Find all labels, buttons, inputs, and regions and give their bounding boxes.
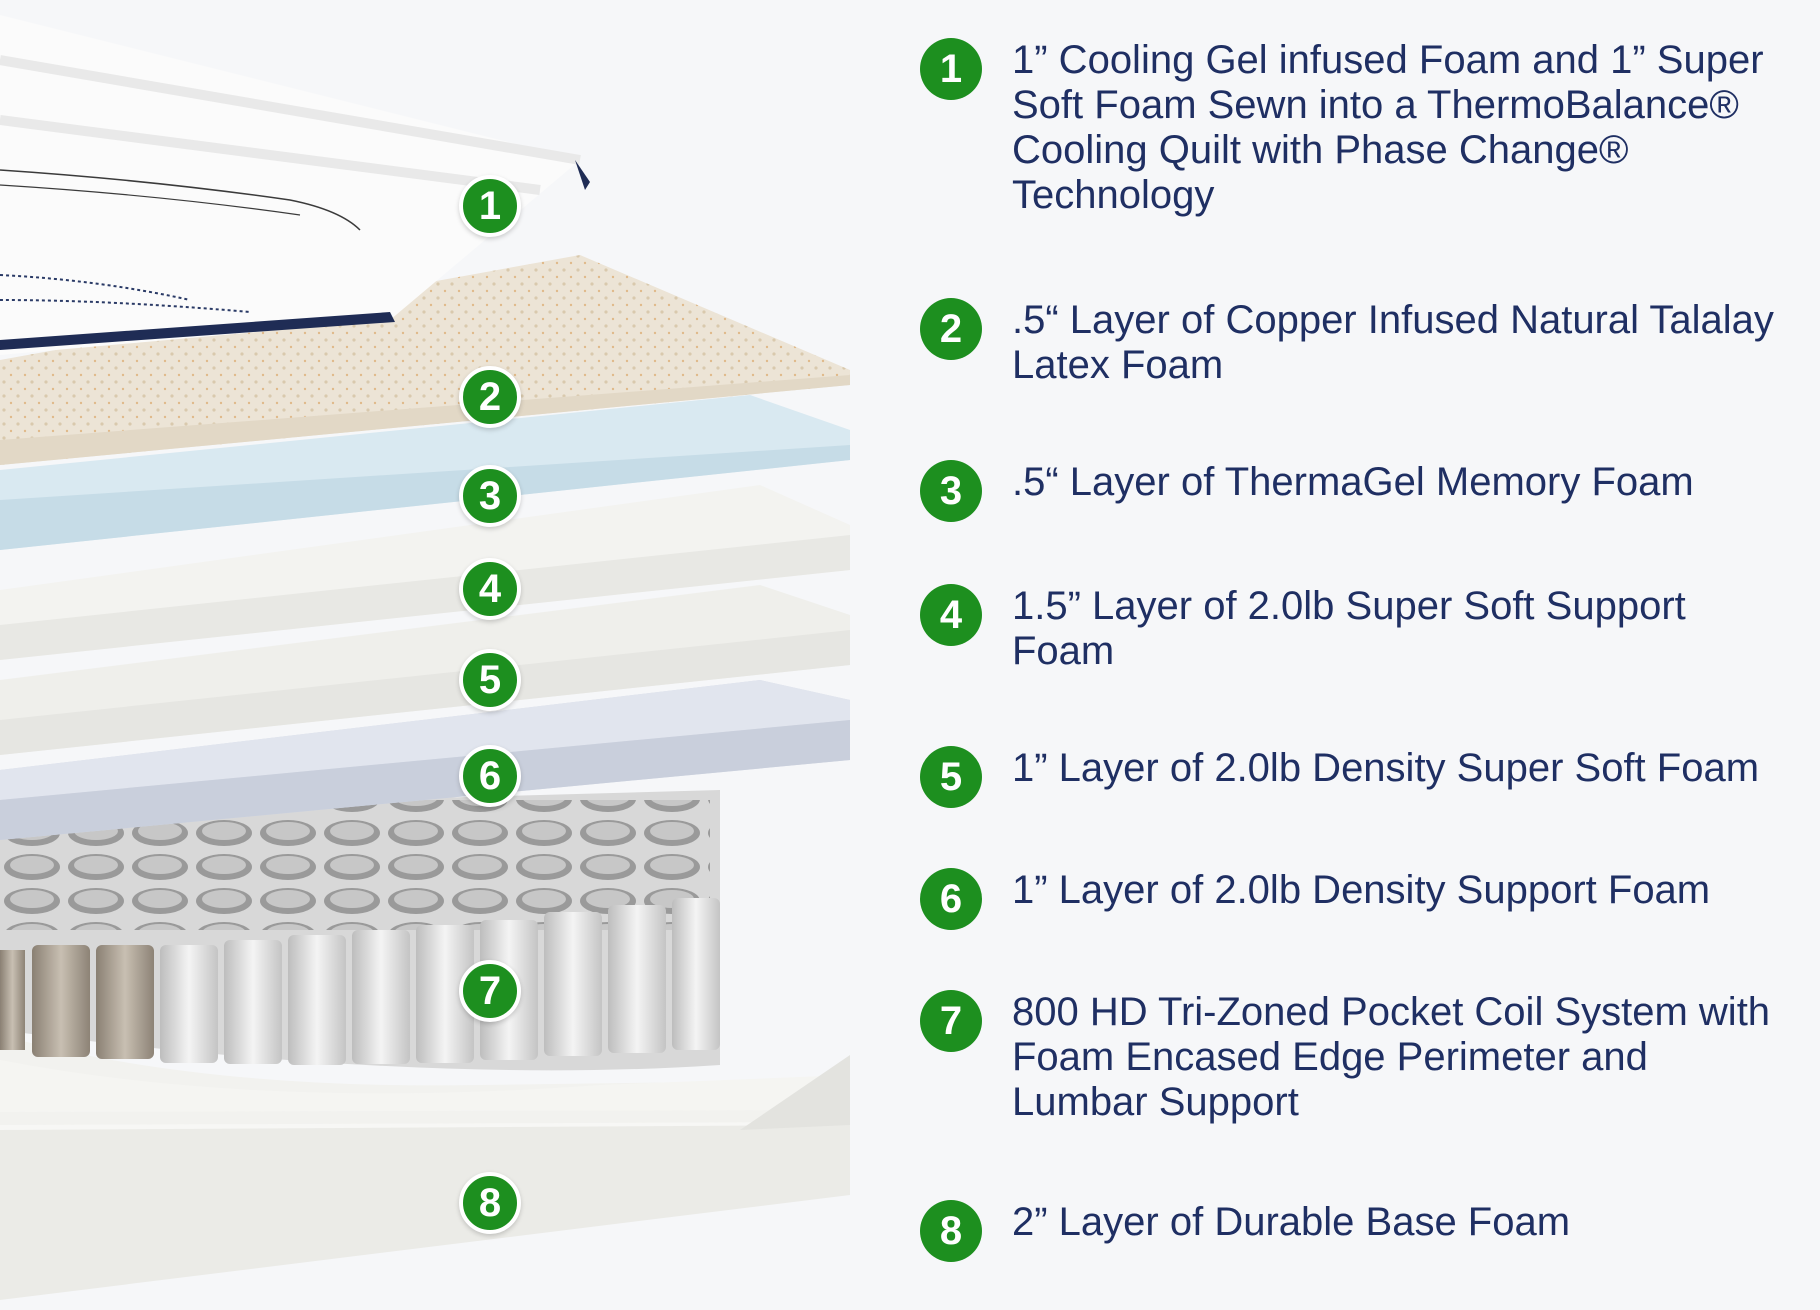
legend-text-3: .5“ Layer of ThermaGel Memory Foam [1012,460,1792,505]
legend-text-4: 1.5” Layer of 2.0lb Super Soft Support F… [1012,584,1792,674]
legend-number-1: 1 [920,38,982,100]
layer-marker-4: 4 [459,558,521,620]
layer-8-base-foam [0,1110,850,1300]
legend-number-2: 2 [920,298,982,360]
legend-text-6: 1” Layer of 2.0lb Density Support Foam [1012,868,1792,913]
legend-number-5: 5 [920,746,982,808]
legend-number-6: 6 [920,868,982,930]
layer-marker-7: 7 [459,960,521,1022]
layer-marker-2: 2 [459,366,521,428]
layer-marker-8: 8 [459,1172,521,1234]
legend-number-8: 8 [920,1200,982,1262]
layer-marker-5: 5 [459,649,521,711]
legend-number-4: 4 [920,584,982,646]
legend-text-8: 2” Layer of Durable Base Foam [1012,1200,1792,1245]
legend-number-7: 7 [920,990,982,1052]
layer-marker-1: 1 [459,175,521,237]
legend-text-1: 1” Cooling Gel infused Foam and 1” Super… [1012,38,1792,218]
legend-text-5: 1” Layer of 2.0lb Density Super Soft Foa… [1012,746,1792,791]
legend-text-2: .5“ Layer of Copper Infused Natural Tala… [1012,298,1792,388]
layer-7-pocket-coils [0,790,850,1130]
layer-marker-3: 3 [459,465,521,527]
mattress-cross-section-illustration [0,0,860,1310]
legend-number-3: 3 [920,460,982,522]
legend-text-7: 800 HD Tri-Zoned Pocket Coil System with… [1012,990,1792,1125]
layer-marker-6: 6 [459,745,521,807]
